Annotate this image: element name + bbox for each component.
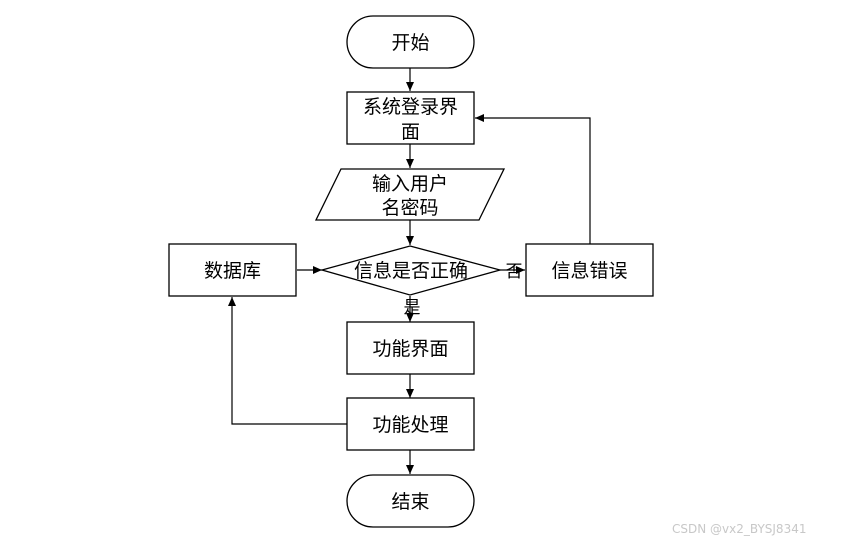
edge-label-yes: 是 xyxy=(404,298,421,318)
node-function-ui-shape xyxy=(346,321,475,375)
node-start-shape xyxy=(346,15,475,69)
edge-error-to-login xyxy=(475,114,591,244)
node-start-label: 开始 xyxy=(391,32,429,54)
node-login-label-line-2: 面 xyxy=(401,121,420,143)
node-function-ui-label: 功能界面 xyxy=(372,338,448,360)
node-function-proc: 功能处理 xyxy=(346,397,475,451)
node-end-label: 结束 xyxy=(391,491,429,513)
node-function-ui: 功能界面 xyxy=(346,321,475,375)
node-error-shape xyxy=(525,243,654,297)
node-database-label: 数据库 xyxy=(204,260,261,282)
node-start: 开始 xyxy=(346,15,475,69)
watermark: CSDN @vx2_BYSJ8341 xyxy=(672,522,807,536)
node-login: 系统登录界 面 xyxy=(346,91,475,145)
node-check-shape xyxy=(319,245,503,296)
node-input: 输入用户 名密码 xyxy=(314,168,506,221)
node-function-proc-shape xyxy=(346,397,475,451)
node-database: 数据库 xyxy=(168,243,297,297)
node-input-label-line-1: 输入用户 xyxy=(372,173,448,195)
node-end-shape xyxy=(346,474,475,528)
node-error: 信息错误 xyxy=(525,243,654,297)
node-input-shape xyxy=(314,168,506,221)
node-database-shape xyxy=(168,243,297,297)
edge-label-no: 否 xyxy=(506,262,523,282)
node-error-label: 信息错误 xyxy=(551,260,627,282)
node-login-shape xyxy=(346,91,475,145)
node-end: 结束 xyxy=(346,474,475,528)
edges xyxy=(228,68,591,474)
node-input-label-line-2: 名密码 xyxy=(381,197,438,219)
node-login-label-line-1: 系统登录界 xyxy=(363,96,458,118)
edge-function-proc-to-database xyxy=(228,297,347,425)
node-check-label: 信息是否正确 xyxy=(354,260,468,282)
node-check: 信息是否正确 xyxy=(319,245,503,296)
node-function-proc-label: 功能处理 xyxy=(372,414,448,436)
